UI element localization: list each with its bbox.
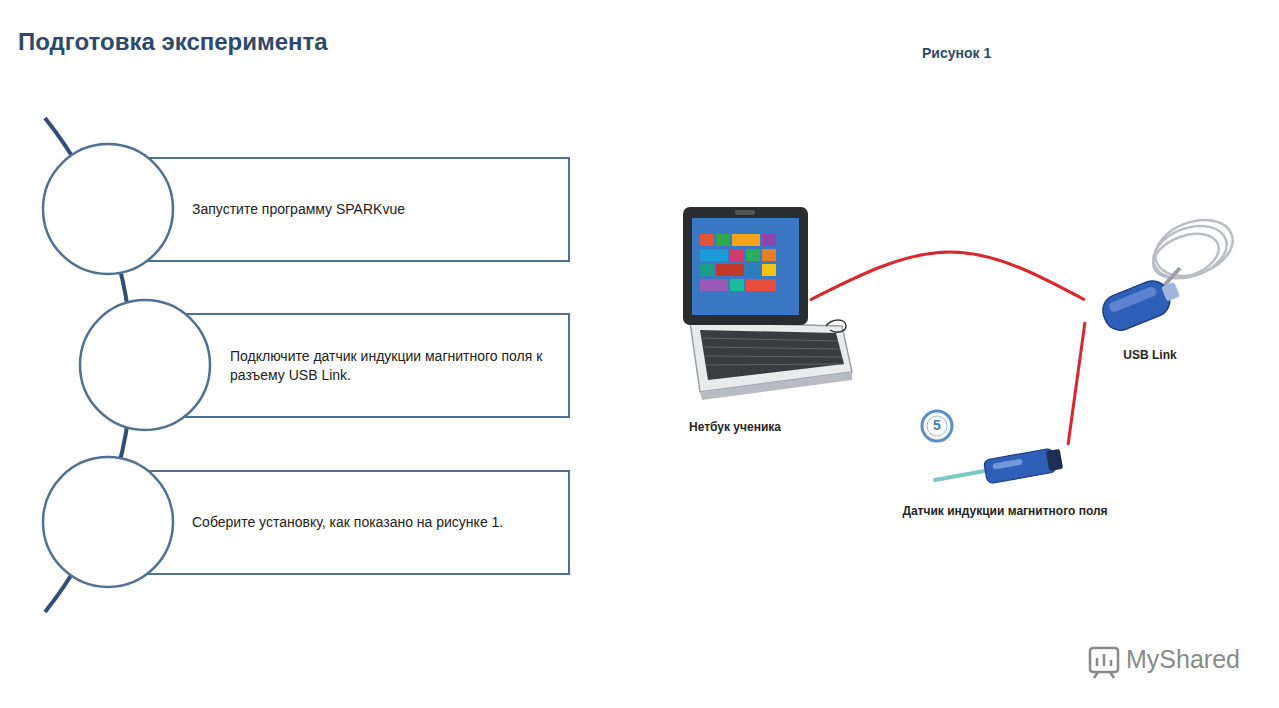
netbook-picture xyxy=(683,207,852,400)
figure-caption: USB Link xyxy=(1121,348,1178,362)
step-text: Соберите установку, как показано на рису… xyxy=(192,513,503,532)
device-figure: USB Link xyxy=(1085,225,1215,362)
step-circle xyxy=(43,144,173,274)
connection-cable xyxy=(810,252,1085,300)
timeline-arc xyxy=(45,118,132,612)
step-text: Подключите датчик индукции магнитного по… xyxy=(230,347,554,385)
step-circle xyxy=(80,300,210,430)
watermark: MyShared xyxy=(1126,645,1240,674)
step-box: Подключите датчик индукции магнитного по… xyxy=(178,313,570,418)
figure-number: Рисунок 1 xyxy=(922,45,991,61)
step-circle xyxy=(43,457,173,587)
step-text: Запустите программу SPARKvue xyxy=(192,200,405,219)
usb-link-picture xyxy=(1098,210,1240,335)
connection-cable xyxy=(1068,322,1085,445)
sensor-picture xyxy=(922,411,1063,484)
step-box: Соберите установку, как показано на рису… xyxy=(140,470,570,575)
device-figure: Нетбук ученика xyxy=(660,205,810,434)
callout-number: 5 xyxy=(929,417,945,433)
page-title: Подготовка эксперимента xyxy=(18,28,328,56)
figure-caption: Нетбук ученика xyxy=(687,420,783,434)
watermark-icon xyxy=(1090,648,1118,678)
device-figure: Датчик индукции магнитного поля xyxy=(880,445,1130,518)
step-box: Запустите программу SPARKvue xyxy=(140,157,570,262)
figure-caption: Датчик индукции магнитного поля xyxy=(900,504,1109,518)
